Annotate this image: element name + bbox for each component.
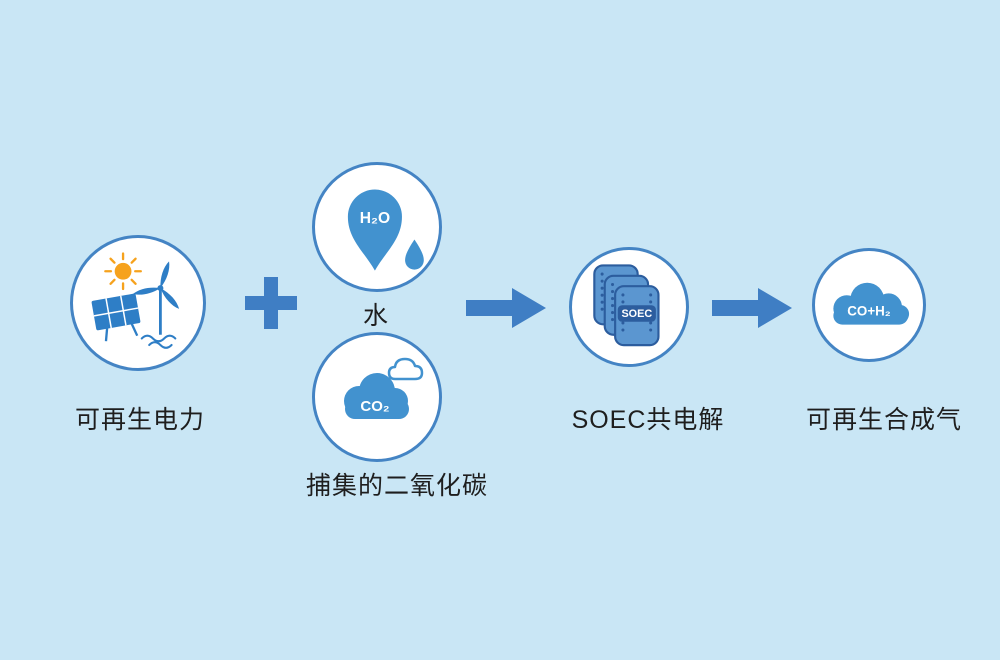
co2-cloud-icon <box>344 373 409 419</box>
soec-node: SOEC <box>569 247 689 367</box>
syngas-label: 可再生合成气 <box>805 406 962 434</box>
soec-band <box>617 305 656 322</box>
water-label: 水 <box>362 302 389 330</box>
plus-icon <box>245 277 297 329</box>
solar-panel-icon <box>91 293 141 342</box>
co2-node: CO₂ <box>312 332 442 462</box>
co2-icon: CO₂ <box>344 357 424 419</box>
water-node: H₂O <box>312 162 442 292</box>
soec-stack-icon: SOEC <box>593 264 660 347</box>
renewable-power-node <box>70 235 206 371</box>
syngas-formula: CO+H₂ <box>847 304 890 319</box>
water-waves-icon <box>140 334 177 349</box>
syngas-node: CO+H₂ <box>812 248 926 362</box>
arrow-right-icon <box>466 288 546 328</box>
water-icon: H₂O <box>347 189 424 271</box>
water-formula: H₂O <box>360 210 390 227</box>
arrow-right-icon <box>712 288 792 328</box>
sun-icon <box>104 252 142 291</box>
water-drop-icon <box>405 239 424 270</box>
co2-formula: CO₂ <box>360 398 389 415</box>
renewable-power-label: 可再生电力 <box>74 406 205 434</box>
soec-label: SOEC共电解 <box>571 406 725 434</box>
soec-stack-text: SOEC <box>621 308 652 320</box>
renewable-power-icon <box>91 252 180 349</box>
small-cloud-icon <box>387 357 424 381</box>
co2-label: 捕集的二氧化碳 <box>305 472 488 500</box>
syngas-cloud-icon: CO+H₂ <box>833 282 910 325</box>
water-pin-icon <box>347 189 402 271</box>
wind-turbine-icon <box>133 261 180 349</box>
